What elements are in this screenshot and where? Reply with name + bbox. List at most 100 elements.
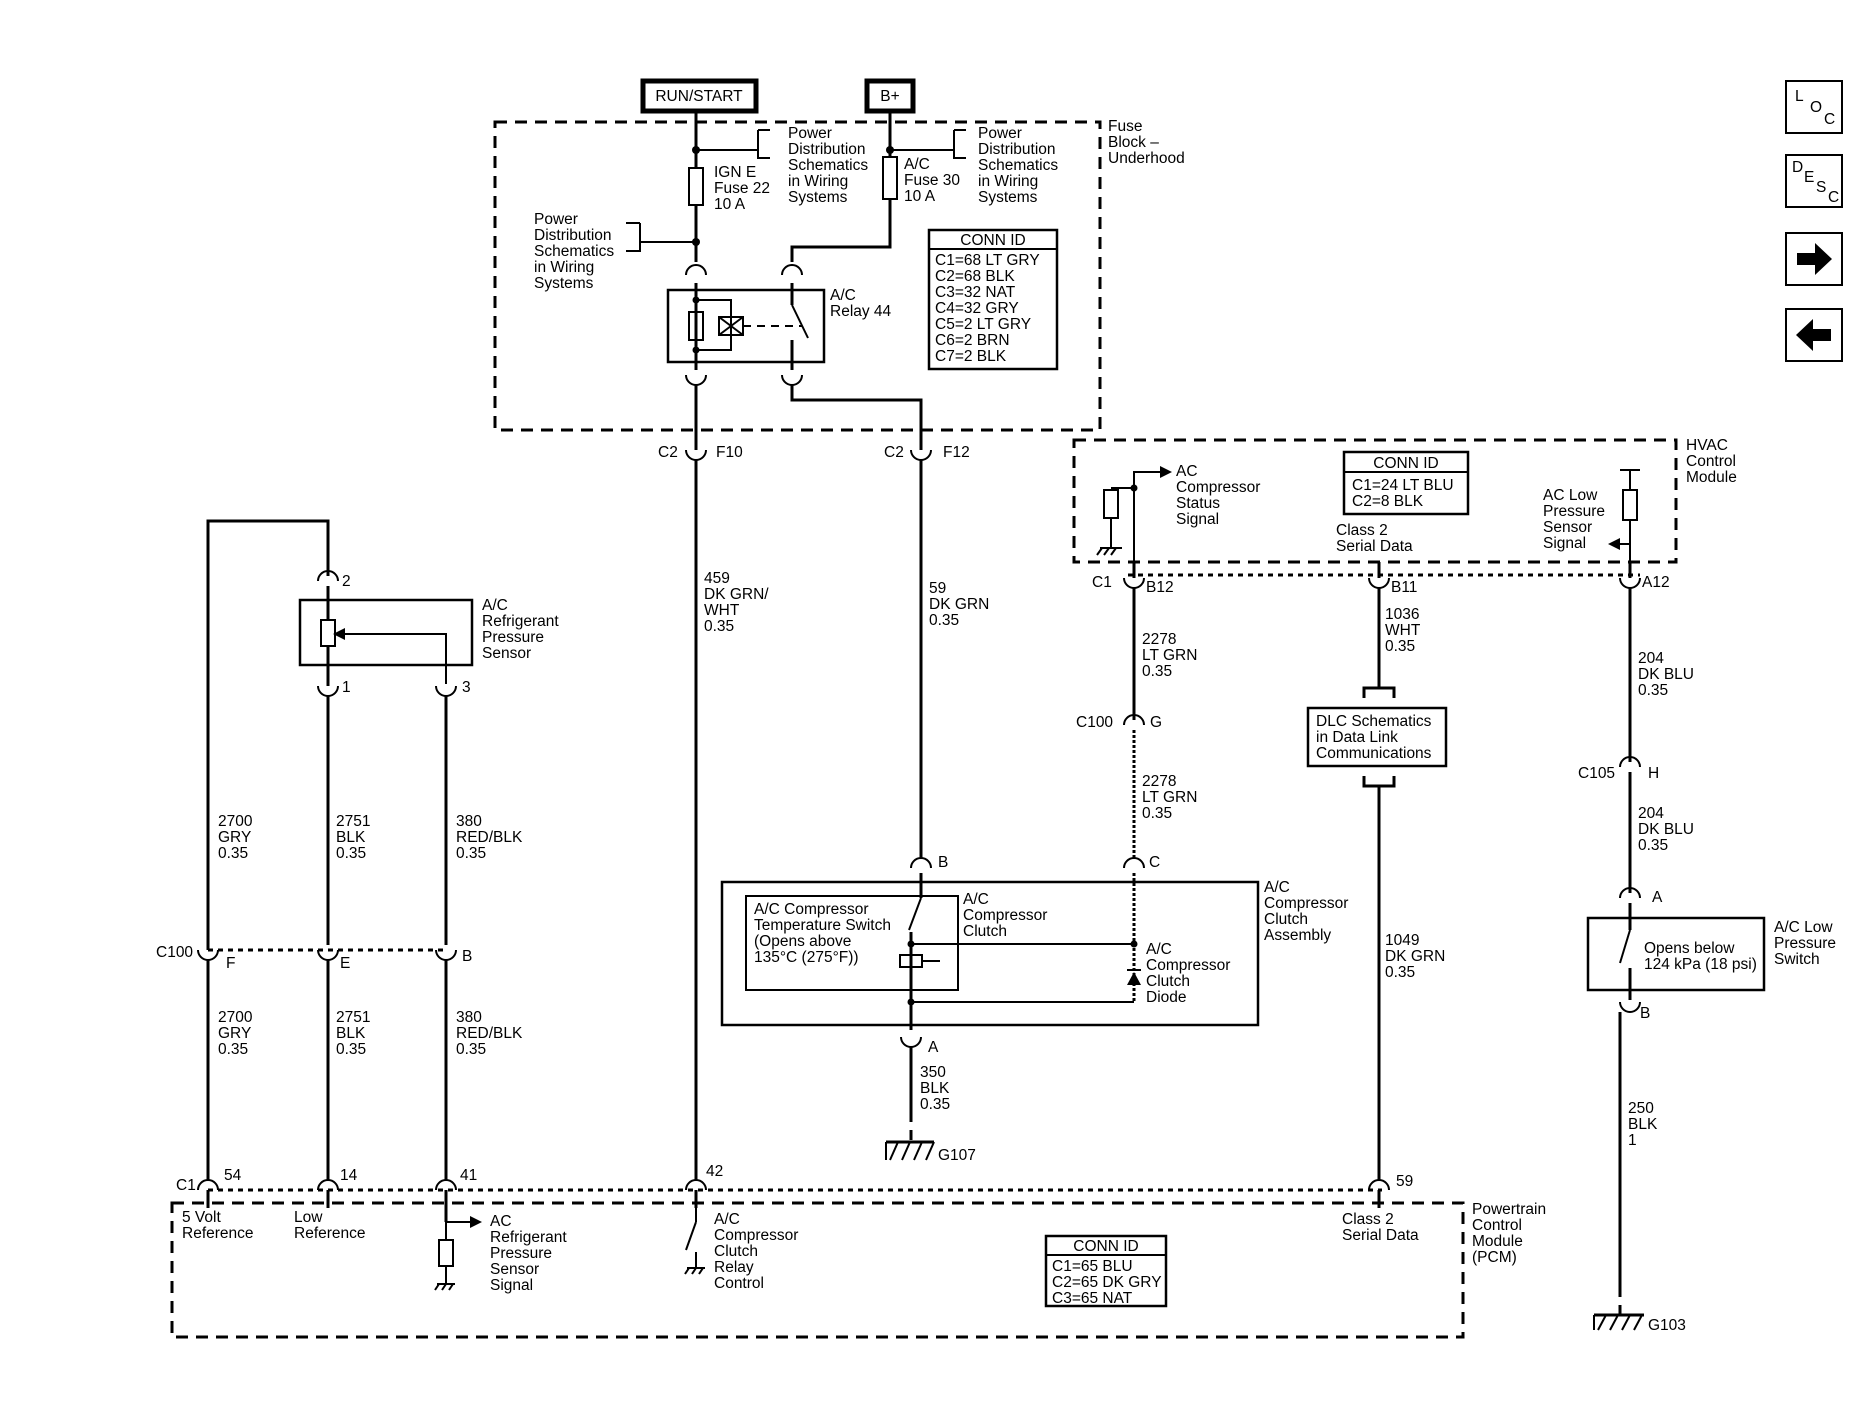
- arrow-right-icon: [1797, 243, 1832, 275]
- pin-1: 1: [342, 679, 351, 696]
- pin-3: 3: [462, 679, 471, 696]
- pin-41: 41: [460, 1167, 477, 1184]
- pcm-relay-driver: [684, 1208, 705, 1275]
- conn-b-c100: B: [462, 948, 472, 965]
- conn-a12: A12: [1642, 574, 1670, 591]
- conn-f10: F10: [716, 444, 743, 461]
- svg-text:CONN ID: CONN ID: [1073, 1238, 1138, 1255]
- conn-c100-g-a: C100: [1076, 714, 1113, 731]
- pin-14: 14: [340, 1167, 358, 1184]
- next-button[interactable]: [1785, 232, 1843, 286]
- svg-text:CONN ID: CONN ID: [1373, 455, 1438, 472]
- svg-text:CONN ID: CONN ID: [960, 232, 1025, 249]
- conn-b-switch: B: [1640, 1005, 1650, 1022]
- pcm-sensor-input-circuit: [434, 1216, 482, 1291]
- conn-c2-b: C2: [884, 444, 904, 461]
- conn-c1-pcm: C1: [176, 1177, 196, 1194]
- conn-g: G: [1150, 714, 1162, 731]
- hvac-module-outline: [1072, 438, 1678, 564]
- ground-g103-icon: [1593, 1313, 1644, 1331]
- loc-letter-l: L: [1795, 88, 1804, 105]
- ground-g107-icon: [885, 1140, 935, 1161]
- conn-f12: F12: [943, 444, 970, 461]
- run-start-label: RUN/START: [655, 88, 743, 105]
- desc-letter-s: S: [1816, 179, 1826, 196]
- loc-letter-c: C: [1824, 111, 1835, 128]
- conn-b12: B12: [1146, 579, 1174, 596]
- desc-letter-d: D: [1792, 159, 1803, 176]
- ign-circuit: [626, 111, 770, 262]
- ac-fuse: [882, 156, 898, 200]
- conn-a-switch: A: [1652, 889, 1663, 906]
- back-button[interactable]: [1785, 308, 1843, 362]
- conn-h: H: [1648, 765, 1659, 782]
- pin-42: 42: [706, 1163, 723, 1180]
- bplus-label: B+: [880, 88, 899, 105]
- loc-button[interactable]: L O C: [1785, 80, 1843, 134]
- conn-c105: C105: [1578, 765, 1615, 782]
- pin-59: 59: [1396, 1173, 1413, 1190]
- ground-g103-label: G103: [1648, 1317, 1686, 1334]
- ac-relay-44: [666, 264, 923, 435]
- bplus-box: B+: [864, 78, 916, 114]
- loc-letter-o: O: [1810, 99, 1822, 116]
- conn-c1-hvac: C1: [1092, 574, 1112, 591]
- wire-2700-loop: [206, 519, 330, 950]
- ign-fuse: [688, 167, 704, 206]
- conn-e-c100: E: [340, 955, 350, 972]
- conn-c2-a: C2: [658, 444, 678, 461]
- conn-a-clutch: A: [928, 1039, 939, 1056]
- conn-b11: B11: [1391, 579, 1417, 596]
- desc-button[interactable]: D E S C: [1785, 154, 1843, 208]
- conn-f-c100: F: [226, 955, 235, 972]
- desc-letter-e: E: [1804, 169, 1814, 186]
- desc-letter-c: C: [1828, 189, 1839, 206]
- hvac-status-circuit: [1096, 466, 1172, 562]
- arrow-left-icon: [1796, 319, 1831, 351]
- conn-c-clutch: C: [1149, 854, 1160, 871]
